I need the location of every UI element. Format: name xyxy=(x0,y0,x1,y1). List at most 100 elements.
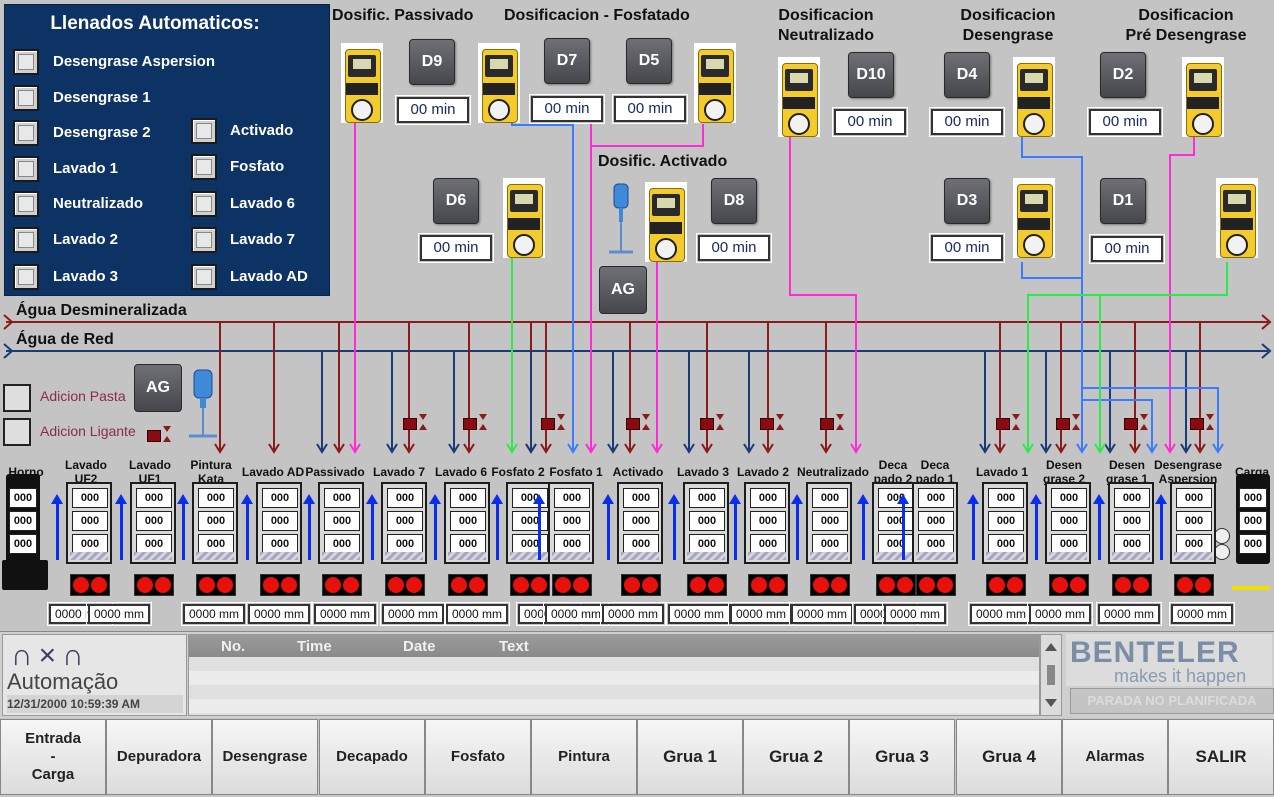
dosing-button-d8[interactable]: D8 xyxy=(711,178,757,224)
solenoid-valve-icon-6[interactable] xyxy=(700,414,728,434)
level-mm-5[interactable]: 0000 mm xyxy=(312,602,378,626)
alarm-col-no[interactable]: No. xyxy=(221,638,246,655)
dosing-button-d5[interactable]: D5 xyxy=(626,38,672,84)
tank-counter: 000 xyxy=(1114,488,1150,508)
alarm-led-icon xyxy=(879,577,895,593)
dosing-button-d6[interactable]: D6 xyxy=(433,178,479,224)
brand-name: BENTELER xyxy=(1070,636,1240,669)
checkbox-fill-desengrase-2[interactable] xyxy=(13,120,39,146)
agitator-button-pintura[interactable]: AG xyxy=(134,364,182,412)
alarm-table[interactable]: No. Time Date Text xyxy=(188,634,1040,716)
level-mm-19[interactable]: 0000 mm xyxy=(1169,602,1235,626)
checkbox-fill-desengrase-1[interactable] xyxy=(13,85,39,111)
level-mm-2[interactable]: 0000 mm xyxy=(86,602,152,626)
level-mm-15[interactable]: 0000 mm xyxy=(882,602,948,626)
dosing-minutes-d6[interactable]: 00 min xyxy=(418,233,494,263)
solenoid-valve-icon-10[interactable] xyxy=(1056,414,1084,434)
alarm-scrollbar[interactable] xyxy=(1040,634,1062,716)
level-mm-10[interactable]: 0000 mm xyxy=(600,602,666,626)
dosing-minutes-d1[interactable]: 00 min xyxy=(1089,234,1165,264)
solenoid-valve-icon-11[interactable] xyxy=(1124,414,1152,434)
checkbox-adicion-pasta[interactable] xyxy=(3,384,31,412)
alarm-col-date[interactable]: Date xyxy=(403,638,436,655)
nav-button-pintura[interactable]: Pintura xyxy=(531,719,637,795)
checkbox-fill-lavado-1[interactable] xyxy=(13,156,39,182)
solenoid-valve-icon-5[interactable] xyxy=(626,414,654,434)
roller-icon xyxy=(1214,544,1230,560)
supply-arrow-icon xyxy=(115,494,127,560)
dosing-minutes-d2[interactable]: 00 min xyxy=(1087,107,1163,137)
solenoid-valve-icon-12[interactable] xyxy=(1190,414,1218,434)
solenoid-valve-icon-2[interactable] xyxy=(403,414,431,434)
level-mm-7[interactable]: 0000 mm xyxy=(444,602,510,626)
nav-button-decapado[interactable]: Decapado xyxy=(319,719,425,795)
dosing-minutes-d10[interactable]: 00 min xyxy=(832,107,908,137)
dosing-minutes-d4[interactable]: 00 min xyxy=(929,107,1005,137)
checkbox-fill-lavado-6[interactable] xyxy=(191,191,217,217)
nav-button-alarmas[interactable]: Alarmas xyxy=(1062,719,1168,795)
dosing-button-d1[interactable]: D1 xyxy=(1100,178,1146,224)
checkbox-fill-activado[interactable] xyxy=(191,118,217,144)
status-parada-button[interactable]: PARADA NO PLANIFICADA xyxy=(1070,688,1274,714)
nav-button-salir[interactable]: SALIR xyxy=(1168,719,1274,795)
dosing-minutes-d9[interactable]: 00 min xyxy=(395,95,471,125)
dosing-button-d7[interactable]: D7 xyxy=(544,38,590,84)
level-mm-3[interactable]: 0000 mm xyxy=(181,602,247,626)
dosing-minutes-d7[interactable]: 00 min xyxy=(529,94,605,124)
dosing-button-d9[interactable]: D9 xyxy=(409,39,455,85)
scroll-up-icon[interactable] xyxy=(1045,643,1057,651)
dosing-button-d3[interactable]: D3 xyxy=(944,178,990,224)
checkbox-adicion-ligante[interactable] xyxy=(3,418,31,446)
nav-button-grua-4[interactable]: Grua 4 xyxy=(956,719,1062,795)
level-mm-11[interactable]: 0000 mm xyxy=(666,602,732,626)
dosing-minutes-d8[interactable]: 00 min xyxy=(696,233,772,263)
label-fill-fosfato: Fosfato xyxy=(230,158,285,175)
alarm-led-icon xyxy=(1052,577,1068,593)
nav-button-depuradora[interactable]: Depuradora xyxy=(106,719,212,795)
dosing-button-d2[interactable]: D2 xyxy=(1100,52,1146,98)
level-mm-17[interactable]: 0000 mm xyxy=(1027,602,1093,626)
nav-button-grua-3[interactable]: Grua 3 xyxy=(849,719,955,795)
checkbox-fill-lavado-7[interactable] xyxy=(191,227,217,253)
dosing-minutes-d3[interactable]: 00 min xyxy=(929,233,1005,263)
valve-body xyxy=(1056,418,1070,430)
checkbox-fill-lavado-3[interactable] xyxy=(13,264,39,290)
dosing-button-d10[interactable]: D10 xyxy=(848,52,894,98)
level-mm-13[interactable]: 0000 mm xyxy=(789,602,855,626)
checkbox-fill-lavado-2[interactable] xyxy=(13,227,39,253)
level-mm-4[interactable]: 0000 mm xyxy=(246,602,312,626)
nav-button-desengrase[interactable]: Desengrase xyxy=(212,719,318,795)
solenoid-valve-icon-7[interactable] xyxy=(760,414,788,434)
checkbox-fill-desengrase-aspersion[interactable] xyxy=(13,49,39,75)
solenoid-valve-icon-4[interactable] xyxy=(541,414,569,434)
nav-button-grua-1[interactable]: Grua 1 xyxy=(637,719,743,795)
dosing-button-d4[interactable]: D4 xyxy=(944,52,990,98)
nav-button-fosfato[interactable]: Fosfato xyxy=(425,719,531,795)
alarm-col-time[interactable]: Time xyxy=(297,638,332,655)
solenoid-valve-icon-1[interactable] xyxy=(147,426,175,446)
checkbox-fill-neutralizado[interactable] xyxy=(13,191,39,217)
solenoid-valve-icon-3[interactable] xyxy=(463,414,491,434)
checkbox-fill-lavado-ad[interactable] xyxy=(191,264,217,290)
solenoid-valve-icon-9[interactable] xyxy=(996,414,1024,434)
supply-arrow-icon xyxy=(729,494,741,560)
nav-button-entrada-carga[interactable]: Entrada - Carga xyxy=(0,719,106,795)
agitator-button-activado[interactable]: AG xyxy=(599,266,647,314)
alarm-col-text[interactable]: Text xyxy=(499,638,529,655)
checkbox-fill-fosfato[interactable] xyxy=(191,154,217,180)
dosing-minutes-d5[interactable]: 00 min xyxy=(612,94,688,124)
level-mm-16[interactable]: 0000 mm xyxy=(968,602,1034,626)
level-mm-9[interactable]: 0000 mm xyxy=(543,602,609,626)
supply-arrow-icon xyxy=(967,494,979,560)
tank-counter: 000 xyxy=(324,511,360,531)
scroll-thumb[interactable] xyxy=(1047,665,1055,685)
level-mm-18[interactable]: 0000 mm xyxy=(1096,602,1162,626)
label-adicion-pasta: Adicion Pasta xyxy=(40,388,126,404)
nav-button-grua-2[interactable]: Grua 2 xyxy=(743,719,849,795)
level-mm-6[interactable]: 0000 mm xyxy=(380,602,446,626)
scroll-down-icon[interactable] xyxy=(1045,699,1057,707)
flow-arrow-icon xyxy=(1076,443,1088,454)
level-mm-12[interactable]: 0000 mm xyxy=(728,602,794,626)
solenoid-valve-icon-8[interactable] xyxy=(820,414,848,434)
